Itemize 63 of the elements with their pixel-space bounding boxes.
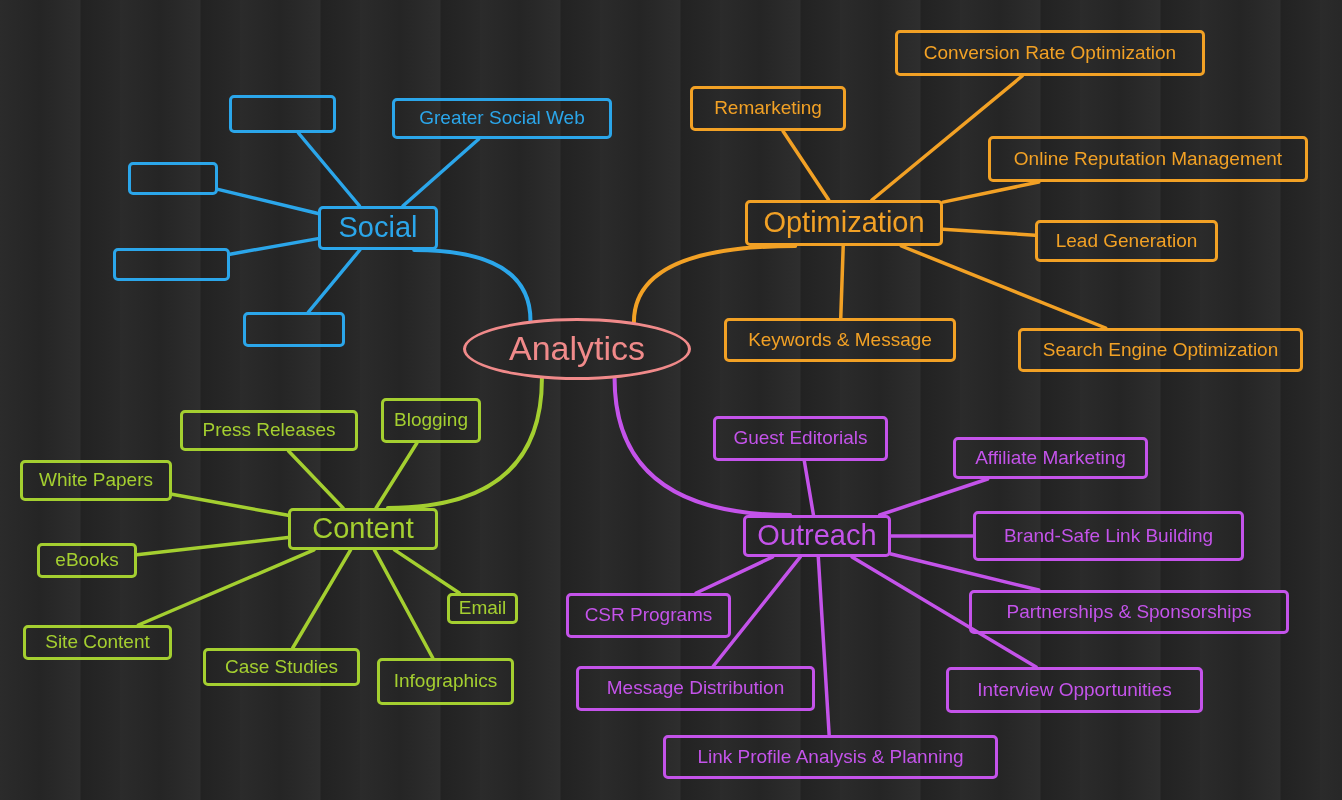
topic-box: Affiliate Marketing — [953, 437, 1148, 479]
connector-line — [941, 227, 1037, 237]
connector-line — [889, 552, 1041, 592]
connector-line — [612, 376, 793, 517]
connector-line — [899, 244, 1108, 330]
branch-topic-box: Outreach — [743, 515, 891, 557]
topic-box: Interview Opportunities — [946, 667, 1203, 713]
topic-box: White Papers — [20, 460, 172, 501]
connector-line — [286, 449, 345, 510]
connector-line — [839, 244, 845, 320]
connector-line — [401, 137, 481, 208]
connector-line — [216, 187, 320, 216]
connector-line — [781, 129, 831, 202]
topic-box: Guest Editorials — [713, 416, 888, 461]
topic-box: Link Profile Analysis & Planning — [663, 735, 998, 779]
empty-box — [229, 95, 336, 133]
branch-topic-box: Optimization — [745, 200, 943, 246]
central-topic-ellipse: Analytics — [463, 318, 691, 380]
topic-box: Blogging — [381, 398, 481, 443]
topic-box: Greater Social Web — [392, 98, 612, 139]
connector-line — [392, 548, 461, 595]
topic-box: Brand-Safe Link Building — [973, 511, 1244, 561]
topic-box: Search Engine Optimization — [1018, 328, 1303, 372]
branch-topic-box: Content — [288, 508, 438, 550]
connector-line — [385, 376, 544, 510]
branch-topic-box: Social — [318, 206, 438, 250]
connector-line — [711, 555, 803, 668]
topic-box: CSR Programs — [566, 593, 731, 638]
connector-line — [372, 548, 435, 660]
topic-box: Message Distribution — [576, 666, 815, 711]
topic-box: Infographics — [377, 658, 514, 705]
connector-line — [136, 548, 316, 627]
connector-line — [941, 180, 1041, 204]
connector-line — [694, 555, 775, 595]
topic-box: Lead Generation — [1035, 220, 1218, 262]
connector-line — [870, 74, 1024, 202]
topic-box: Press Releases — [180, 410, 358, 451]
connector-line — [802, 459, 816, 517]
connector-line — [631, 244, 798, 325]
connector-line — [412, 248, 533, 323]
connector-line — [135, 535, 290, 557]
topic-box: Keywords & Message — [724, 318, 956, 362]
connector-line — [850, 555, 1038, 669]
connector-line — [228, 236, 320, 256]
topic-box: Case Studies — [203, 648, 360, 686]
connector-line — [889, 534, 975, 538]
topic-box: Remarketing — [690, 86, 846, 131]
topic-box: Conversion Rate Optimization — [895, 30, 1205, 76]
connector-line — [290, 548, 353, 650]
topic-box: Partnerships & Sponsorships — [969, 590, 1289, 634]
topic-box: Online Reputation Management — [988, 136, 1308, 182]
topic-box: Email — [447, 593, 518, 624]
empty-box — [243, 312, 345, 347]
connector-line — [170, 492, 290, 518]
connector-line — [878, 477, 990, 517]
connector-line — [374, 441, 419, 510]
empty-box — [113, 248, 230, 281]
connector-line — [296, 131, 362, 208]
topic-box: eBooks — [37, 543, 137, 578]
topic-box: Site Content — [23, 625, 172, 660]
connector-line — [816, 555, 831, 737]
empty-box — [128, 162, 218, 195]
connector-line — [306, 248, 362, 314]
